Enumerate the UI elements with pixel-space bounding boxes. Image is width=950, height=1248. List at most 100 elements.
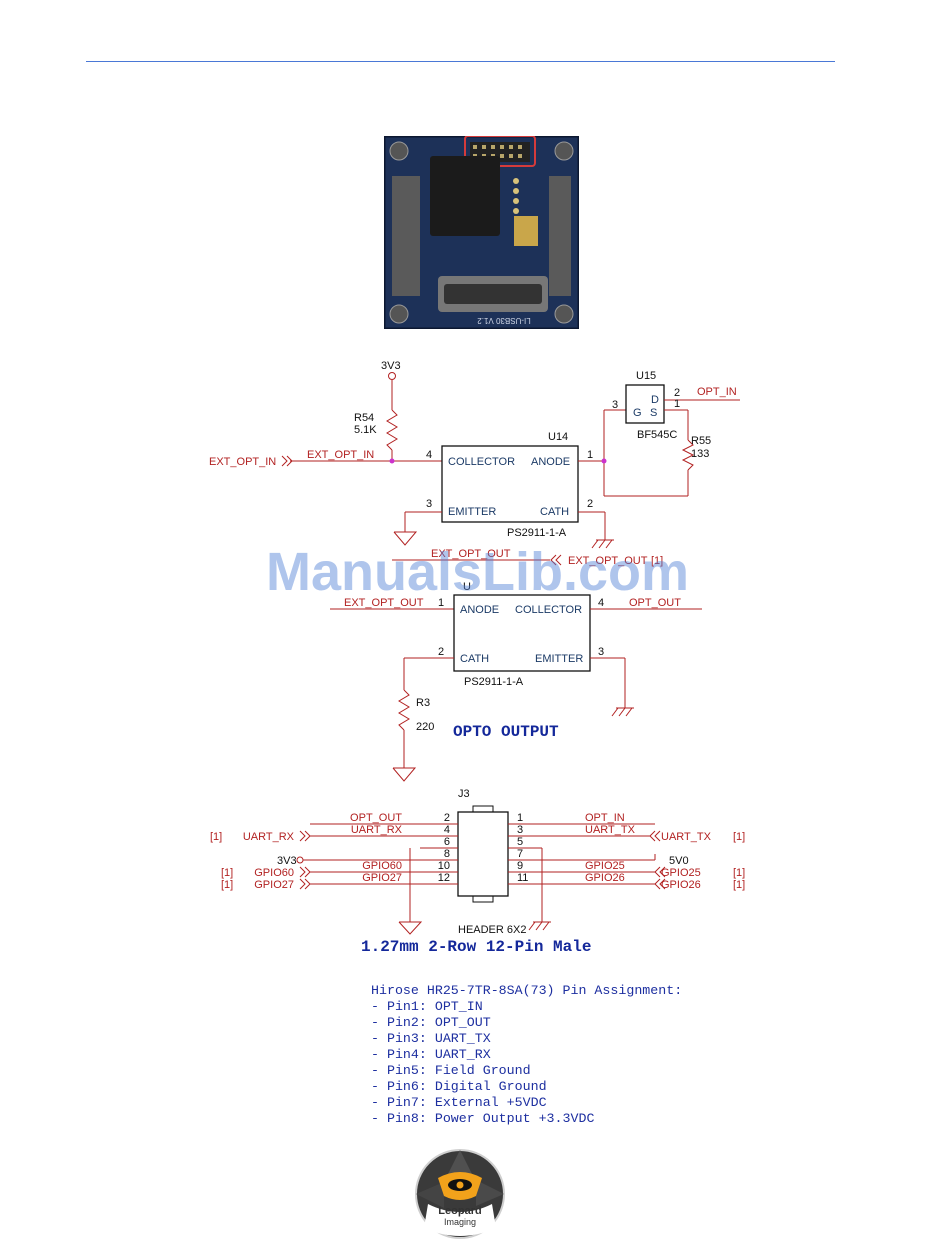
u14-ref: U14 bbox=[548, 431, 568, 443]
uout-collector: COLLECTOR bbox=[515, 604, 582, 616]
j3-right-port-name: GPIO25 bbox=[661, 867, 701, 879]
j3-left-pin: 2 bbox=[444, 812, 450, 824]
j3-right-pin: 3 bbox=[517, 824, 523, 836]
r54-ref: R54 bbox=[354, 412, 374, 424]
j3-right-port-ref: [1] bbox=[733, 879, 745, 891]
u14-pin2: 2 bbox=[587, 498, 593, 510]
u14-pin4: 4 bbox=[426, 449, 432, 461]
j3-right-pin: 5 bbox=[517, 836, 523, 848]
pin-assignment-item: - Pin3: UART_TX bbox=[371, 1031, 491, 1046]
r55-value: 133 bbox=[691, 448, 709, 460]
j3-right-port-ref: [1] bbox=[733, 867, 745, 879]
j3-power-5v0: 5V0 bbox=[669, 855, 689, 867]
pin-assignment-item: - Pin6: Digital Ground bbox=[371, 1079, 547, 1094]
j3-left-port-ref: [1] bbox=[221, 879, 233, 891]
opt-out-net: OPT_OUT bbox=[629, 597, 681, 609]
j3-right-pin: 7 bbox=[517, 848, 523, 860]
j3-right-port-name: UART_TX bbox=[661, 831, 712, 843]
watermark: ManualsLib.com bbox=[266, 542, 689, 602]
j3-right-net: UART_TX bbox=[585, 824, 636, 836]
r3-ref: R3 bbox=[416, 697, 430, 709]
ext-opt-out-left: EXT_OPT_OUT bbox=[344, 597, 424, 609]
u15-g: G bbox=[633, 407, 642, 419]
j3-right-port-ref: [1] bbox=[733, 831, 745, 843]
j3-left-port-ref: [1] bbox=[221, 867, 233, 879]
uout-anode: ANODE bbox=[460, 604, 499, 616]
j3-left-pin: 10 bbox=[438, 860, 450, 872]
u15-part: BF545C bbox=[637, 429, 677, 441]
opto-output-title: OPTO OUTPUT bbox=[453, 723, 559, 741]
j3-right-net: OPT_IN bbox=[585, 812, 625, 824]
uout-part: PS2911-1-A bbox=[464, 676, 524, 688]
uout-pin2: 2 bbox=[438, 646, 444, 658]
uout-pin3: 3 bbox=[598, 646, 604, 658]
power-3v3-label: 3V3 bbox=[381, 360, 401, 372]
u14-collector: COLLECTOR bbox=[448, 456, 515, 468]
pin-assignment-item: - Pin7: External +5VDC bbox=[371, 1095, 547, 1110]
ext-opt-in-net: EXT_OPT_IN bbox=[307, 449, 374, 461]
j3-right-pin: 11 bbox=[517, 872, 528, 884]
j3-left-net: OPT_OUT bbox=[350, 812, 402, 824]
u15-pin3: 3 bbox=[612, 399, 618, 411]
j3-left-port-ref: [1] bbox=[210, 831, 222, 843]
pin-assignment-list: Hirose HR25-7TR-8SA(73) Pin Assignment: … bbox=[371, 983, 791, 1127]
j3-left-pin: 8 bbox=[444, 848, 450, 860]
pin-assignment-item: - Pin4: UART_RX bbox=[371, 1047, 491, 1062]
j3-left-pin: 4 bbox=[444, 824, 450, 836]
j3-right-pin: 9 bbox=[517, 860, 523, 872]
u-ref: U bbox=[463, 581, 471, 593]
uout-emitter: EMITTER bbox=[535, 653, 583, 665]
u15-pin1: 1 bbox=[674, 398, 680, 410]
board-silkscreen: LI-USB30 V1.2 bbox=[477, 316, 531, 325]
j3-left-net: GPIO27 bbox=[362, 872, 402, 884]
opt-in-net: OPT_IN bbox=[697, 386, 737, 398]
top-rule bbox=[86, 61, 835, 62]
uout-pin1: 1 bbox=[438, 597, 444, 609]
board-photo: LI-USB30 V1.2 bbox=[384, 136, 579, 329]
r55-ref: R55 bbox=[691, 435, 711, 447]
header-title: 1.27mm 2-Row 12-Pin Male bbox=[361, 938, 591, 956]
u14-pin3: 3 bbox=[426, 498, 432, 510]
j3-left-ports: [1]UART_RX[1]GPIO60[1]GPIO27 bbox=[210, 831, 295, 891]
u15-d: D bbox=[651, 394, 659, 406]
u14-emitter: EMITTER bbox=[448, 506, 496, 518]
r54-value: 5.1K bbox=[354, 424, 377, 436]
leopard-imaging-logo: Leopard Imaging bbox=[415, 1149, 505, 1239]
j3-left-net: UART_RX bbox=[351, 824, 403, 836]
u14-cath: CATH bbox=[540, 506, 569, 518]
pin-assignment-item: - Pin2: OPT_OUT bbox=[371, 1015, 491, 1030]
j3-left-port-name: UART_RX bbox=[243, 831, 295, 843]
r3-value: 220 bbox=[416, 721, 434, 733]
uout-pin4: 4 bbox=[598, 597, 604, 609]
j3-right-port-name: GPIO26 bbox=[661, 879, 701, 891]
logo-text-leopard: Leopard bbox=[438, 1205, 481, 1217]
j3-ref: J3 bbox=[458, 788, 470, 800]
u15-s: S bbox=[650, 407, 657, 419]
j3-right-pin: 1 bbox=[517, 812, 523, 824]
u14-anode: ANODE bbox=[531, 456, 570, 468]
j3-left-pin: 6 bbox=[444, 836, 450, 848]
input-opto-circuit bbox=[281, 372, 740, 549]
u14-part: PS2911-1-A bbox=[507, 527, 567, 539]
ext-opt-out-ref: [1] bbox=[651, 555, 663, 567]
header-j3 bbox=[296, 805, 666, 935]
logo-text-imaging: Imaging bbox=[444, 1217, 476, 1227]
pin-assignment-heading: Hirose HR25-7TR-8SA(73) Pin Assignment: bbox=[371, 983, 683, 998]
j3-left-pin: 12 bbox=[438, 872, 450, 884]
j3-left-port-name: GPIO60 bbox=[254, 867, 294, 879]
j3-right-net: GPIO26 bbox=[585, 872, 625, 884]
ext-opt-in-port: EXT_OPT_IN bbox=[209, 456, 276, 468]
j3-right-net: GPIO25 bbox=[585, 860, 625, 872]
u14-pin1: 1 bbox=[587, 449, 593, 461]
j3-power-3v3: 3V3 bbox=[277, 855, 297, 867]
ext-opt-out-port: EXT_OPT_OUT bbox=[568, 555, 648, 567]
j3-left-net: GPIO60 bbox=[362, 860, 402, 872]
j3-right-ports: UART_TX [1] GPIO25 [1] GPIO26 [1] bbox=[661, 831, 745, 891]
uout-cath: CATH bbox=[460, 653, 489, 665]
pin-assignment-item: - Pin5: Field Ground bbox=[371, 1063, 531, 1078]
u15-pin2: 2 bbox=[674, 387, 680, 399]
output-opto-circuit bbox=[330, 554, 702, 782]
j3-right-rows: 1 OPT_IN 3 UART_TX 579 GPIO25 11 GPIO26 bbox=[517, 812, 636, 884]
